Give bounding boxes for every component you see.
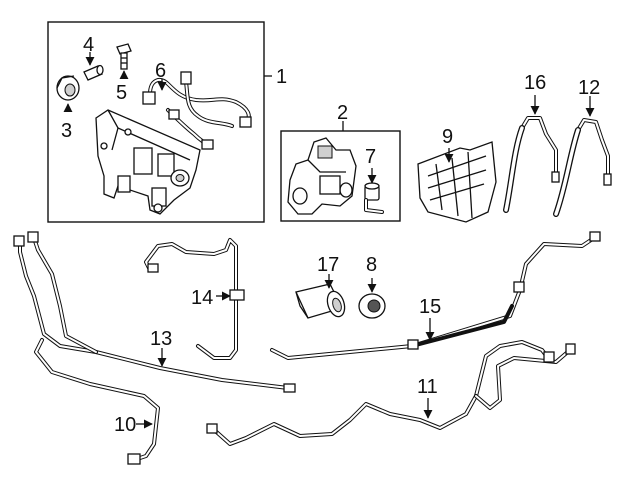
callout-8: 8 [366,254,377,276]
part-12-hose: 12 [553,77,612,217]
part-5-bolt: 5 [116,43,132,104]
callout-15: 15 [419,296,441,318]
callout-9: 9 [442,126,453,148]
callout-11: 11 [417,376,438,398]
part-17-canister: 17 [295,254,346,319]
part-13-hose: 13 [13,231,296,393]
callout-3: 3 [61,120,72,142]
part-14-hose: 14 [144,238,245,360]
part-16-hose: 16 [503,72,560,213]
part-10-hose: 10 [34,338,160,465]
callout-13: 13 [150,328,172,350]
callout-12: 12 [578,77,600,99]
callout-17: 17 [317,254,339,276]
assembly-box-2: 2 [280,102,401,222]
part-8-bushing: 8 [358,254,386,319]
part-3-grommet: 3 [56,75,80,142]
part-9-shield: 9 [417,126,497,223]
assembly-box-1: 1 [47,21,287,223]
part-11-hose: 11 [206,340,576,446]
callout-4: 4 [83,34,94,56]
callout-16: 16 [524,72,546,94]
callout-7: 7 [365,146,376,168]
part-4-sleeve: 4 [83,34,104,81]
part-15-tube: 15 [270,231,601,360]
callout-5: 5 [116,82,127,104]
callout-14: 14 [191,287,213,309]
callout-1: 1 [276,66,287,88]
part-7-check-valve: 7 [364,146,384,214]
callout-6: 6 [155,60,166,82]
callout-10: 10 [114,414,136,436]
valve-body [95,109,201,215]
part-6-harness: 6 [142,60,252,150]
callout-2: 2 [337,102,348,124]
actuator-bracket [287,137,357,215]
